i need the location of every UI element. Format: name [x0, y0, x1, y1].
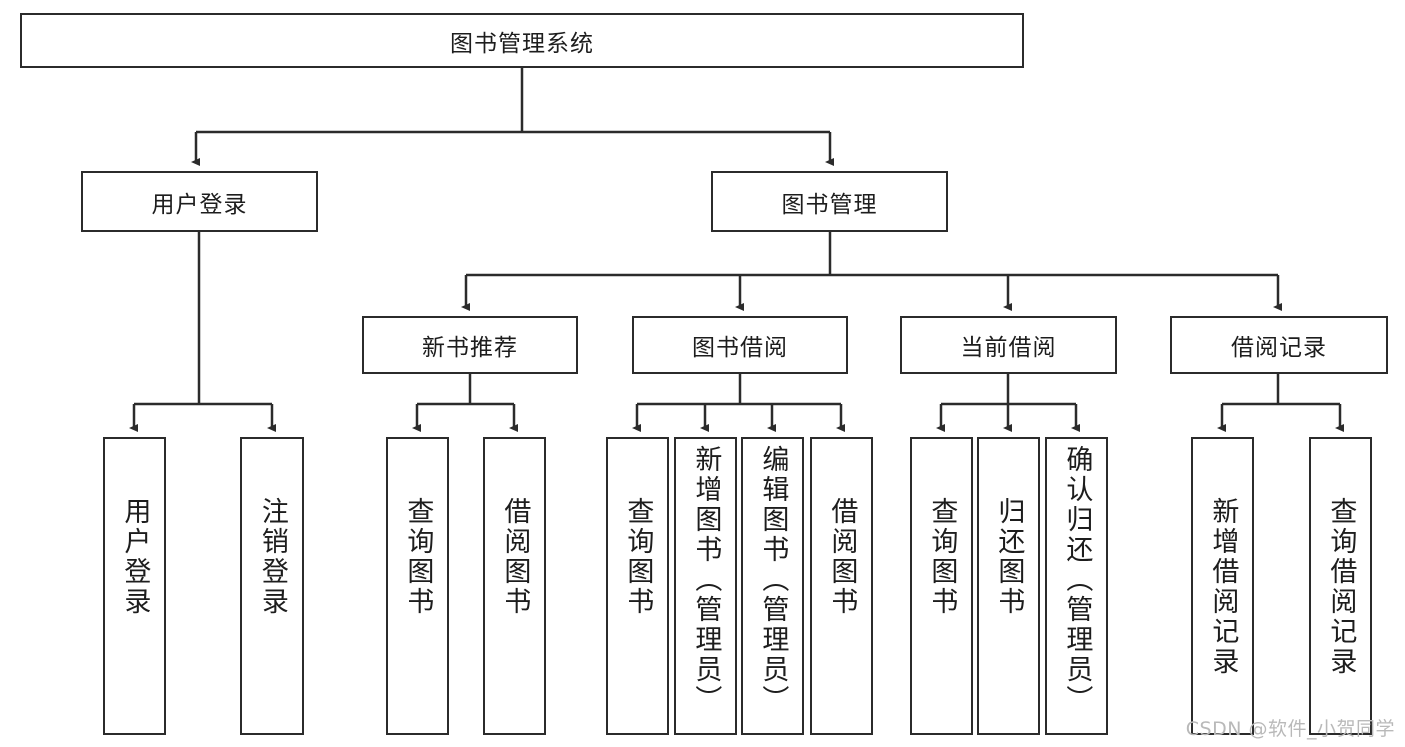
- node-new-book-recommend[interactable]: 新书推荐: [362, 316, 578, 374]
- node-label: 借阅图书: [499, 497, 531, 617]
- node-label: 借阅图书: [826, 497, 858, 617]
- node-book-management[interactable]: 图书管理: [711, 171, 948, 232]
- node-label: 查询图书: [622, 497, 654, 617]
- leaf-book-borrow-query-book[interactable]: 查询图书: [606, 437, 669, 735]
- node-label: 新书推荐: [422, 335, 518, 361]
- watermark: CSDN @软件_小贺同学: [1185, 718, 1395, 740]
- node-user-login[interactable]: 用户登录: [81, 171, 318, 232]
- node-label: 当前借阅: [960, 335, 1057, 361]
- node-label: 编辑图书（管理员）: [757, 445, 789, 715]
- leaf-borrow-record-add-record[interactable]: 新增借阅记录: [1191, 437, 1254, 735]
- node-book-borrow[interactable]: 图书借阅: [632, 316, 848, 374]
- leaf-current-borrow-return-book[interactable]: 归还图书: [977, 437, 1040, 735]
- node-label: 查询图书: [402, 497, 434, 617]
- leaf-current-borrow-query-book[interactable]: 查询图书: [910, 437, 973, 735]
- leaf-user-login-login[interactable]: 用户登录: [103, 437, 166, 735]
- node-label: 图书借阅: [692, 335, 788, 361]
- node-borrow-record[interactable]: 借阅记录: [1170, 316, 1388, 374]
- node-label: 注销登录: [256, 497, 288, 617]
- leaf-current-borrow-confirm-return-admin[interactable]: 确认归还（管理员）: [1045, 437, 1108, 735]
- node-label: 图书管理系统: [450, 30, 594, 57]
- node-label: 用户登录: [119, 497, 151, 617]
- leaf-user-login-logout[interactable]: 注销登录: [240, 437, 304, 735]
- node-root-book-management-system[interactable]: 图书管理系统: [20, 13, 1024, 68]
- leaf-new-book-borrow-book[interactable]: 借阅图书: [483, 437, 546, 735]
- node-label: 新增图书（管理员）: [690, 445, 722, 715]
- node-label: 借阅记录: [1231, 335, 1327, 361]
- leaf-borrow-record-query-record[interactable]: 查询借阅记录: [1309, 437, 1372, 735]
- node-label: 归还图书: [993, 497, 1025, 617]
- node-label: 图书管理: [781, 191, 878, 218]
- node-label: 用户登录: [151, 191, 248, 218]
- leaf-new-book-query-book[interactable]: 查询图书: [386, 437, 449, 735]
- node-label: 查询借阅记录: [1325, 497, 1357, 677]
- leaf-book-borrow-edit-book-admin[interactable]: 编辑图书（管理员）: [741, 437, 804, 735]
- node-label: 新增借阅记录: [1207, 497, 1239, 677]
- leaf-book-borrow-add-book-admin[interactable]: 新增图书（管理员）: [674, 437, 737, 735]
- node-label: 确认归还（管理员）: [1061, 445, 1093, 715]
- node-label: 查询图书: [926, 497, 958, 617]
- node-current-borrow[interactable]: 当前借阅: [900, 316, 1117, 374]
- leaf-book-borrow-borrow-book[interactable]: 借阅图书: [810, 437, 873, 735]
